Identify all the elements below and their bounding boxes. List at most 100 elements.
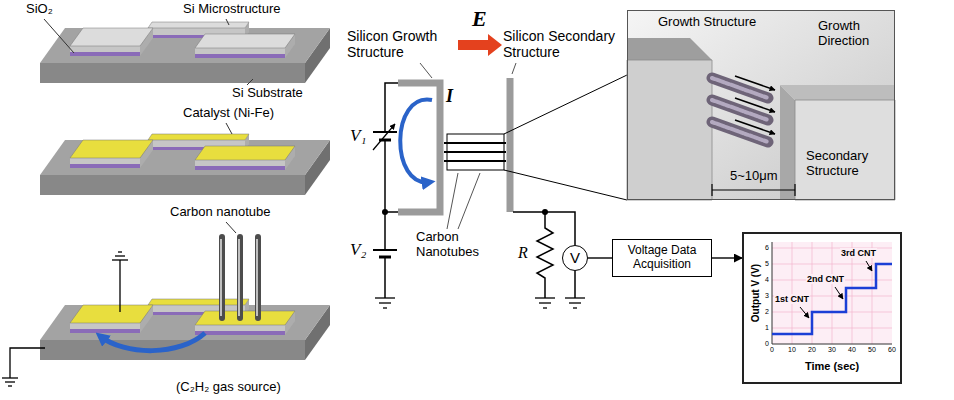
box-text: Voltage Data Acquisition: [620, 244, 704, 272]
dimension-label: 5~10μm: [730, 169, 778, 184]
field-symbol: E: [472, 6, 487, 31]
meter-symbol: V: [570, 249, 580, 266]
carbon-nanotube: [237, 237, 243, 318]
nanotube-cylinder: [712, 122, 768, 142]
part-label: Growth Structure: [658, 15, 756, 30]
direction-arrow: [735, 120, 775, 134]
process-step-illustration: [40, 22, 330, 83]
part-label: Growth Direction: [818, 19, 890, 49]
dimension-bar: [794, 184, 795, 196]
zoom-inset: Growth Structure Growth DirectionSecondar…: [627, 10, 895, 200]
voltage-source-symbol: [373, 131, 397, 133]
nanotube-cylinder: [712, 100, 768, 120]
chart-plot: [866, 261, 872, 271]
direction-arrow: [735, 76, 775, 90]
junction-dot: [382, 209, 388, 215]
chart-plot: [772, 264, 892, 265]
chart-plot: [835, 287, 843, 299]
direction-arrow: [735, 76, 775, 134]
circuit-wire: [537, 212, 553, 298]
tick-label: 1: [765, 324, 769, 332]
chart-plot: [772, 328, 892, 329]
chart-plot: [772, 264, 892, 334]
zoom-frame: [504, 75, 627, 134]
ground-symbol: [383, 307, 387, 308]
circuit-wire: [385, 83, 398, 132]
part-label: Carbon nanotube: [170, 205, 270, 220]
tick-label: 0: [765, 340, 769, 348]
nanotube-line: [444, 160, 506, 162]
carbon-nanotube: [238, 239, 240, 316]
ground-symbol: [375, 298, 585, 308]
carbon-nanotube: [255, 237, 261, 318]
circuit-wire: [384, 140, 386, 250]
ground-symbol: [375, 297, 395, 298]
junction-dot: [382, 209, 548, 215]
dimension-bar: [711, 184, 712, 196]
direction-arrow: [735, 98, 775, 112]
carbon-nanotube: [219, 237, 225, 318]
note-label: (C₂H₂ gas source): [176, 380, 281, 395]
nanotube-cylinder: [712, 78, 768, 142]
leader-line: [458, 173, 480, 229]
ground-symbol: [535, 297, 555, 298]
tick-label: 20: [808, 346, 816, 354]
leader-line: [420, 63, 432, 78]
tick-label: 5: [765, 260, 769, 268]
part-label: Carbon Nanotubes: [416, 230, 494, 260]
part-label: Secondary Structure: [806, 149, 890, 179]
ground-wire: [2, 377, 18, 378]
ground-symbol: [543, 307, 547, 308]
axis-title: Time (sec): [805, 360, 859, 373]
circuit-wire: [384, 257, 386, 298]
tick-label: 60: [888, 346, 896, 354]
nanotube-cylinder: [712, 122, 768, 142]
ground-wire: [115, 255, 125, 256]
chart-plot: [800, 261, 872, 318]
chart-plot: [772, 242, 892, 344]
leader-line: [44, 19, 74, 53]
circuit-wire: [513, 212, 575, 245]
part-label: Silicon Secondary Structure: [503, 28, 623, 60]
ground-wire: [118, 251, 122, 252]
zoom-illustration: [627, 10, 895, 200]
ground-wire: [5, 381, 15, 382]
tick-label: 2: [765, 308, 769, 316]
voltage-source-symbol: [373, 124, 397, 257]
leader-line: [44, 19, 253, 233]
ground-wire: [2, 252, 128, 386]
dimension-bar: [712, 184, 795, 196]
carbon-nanotube: [256, 239, 258, 316]
process-box: Voltage Data Acquisition: [612, 239, 712, 277]
nanotube-line: [444, 142, 506, 144]
ground-symbol: [573, 307, 577, 308]
chart-panel: Output V (V)Time (sec)1st CNT2nd CNT3rd …: [742, 232, 902, 384]
resistor-label: R: [518, 244, 528, 262]
silicon-structure: [398, 83, 440, 212]
leader-line: [247, 79, 253, 85]
callout-label: 1st CNT: [774, 294, 810, 304]
leader-line: [447, 173, 458, 229]
axis-title: Output V (V): [750, 264, 762, 322]
zoom-frame: [504, 170, 627, 200]
zoom-illustration: [627, 10, 895, 200]
process-step-illustration: [40, 299, 330, 360]
junction-dot: [542, 209, 548, 215]
leader-line: [226, 222, 236, 233]
tick-label: 4: [765, 276, 769, 284]
tick-label: 50: [868, 346, 876, 354]
leader-line: [512, 63, 516, 74]
circuit-wire: [385, 83, 575, 298]
voltage-source-symbol: [373, 249, 397, 251]
leader-line: [226, 123, 232, 134]
zoom-illustration: [780, 85, 895, 100]
part-label: Silicon Growth Structure: [347, 28, 455, 60]
tick-label: 10: [788, 346, 796, 354]
ground-symbol: [379, 302, 391, 303]
circuit-wire: [574, 271, 576, 298]
chart-plot: [800, 307, 809, 318]
chart-plot: [832, 242, 833, 344]
source-symbol: V₁: [350, 126, 366, 146]
